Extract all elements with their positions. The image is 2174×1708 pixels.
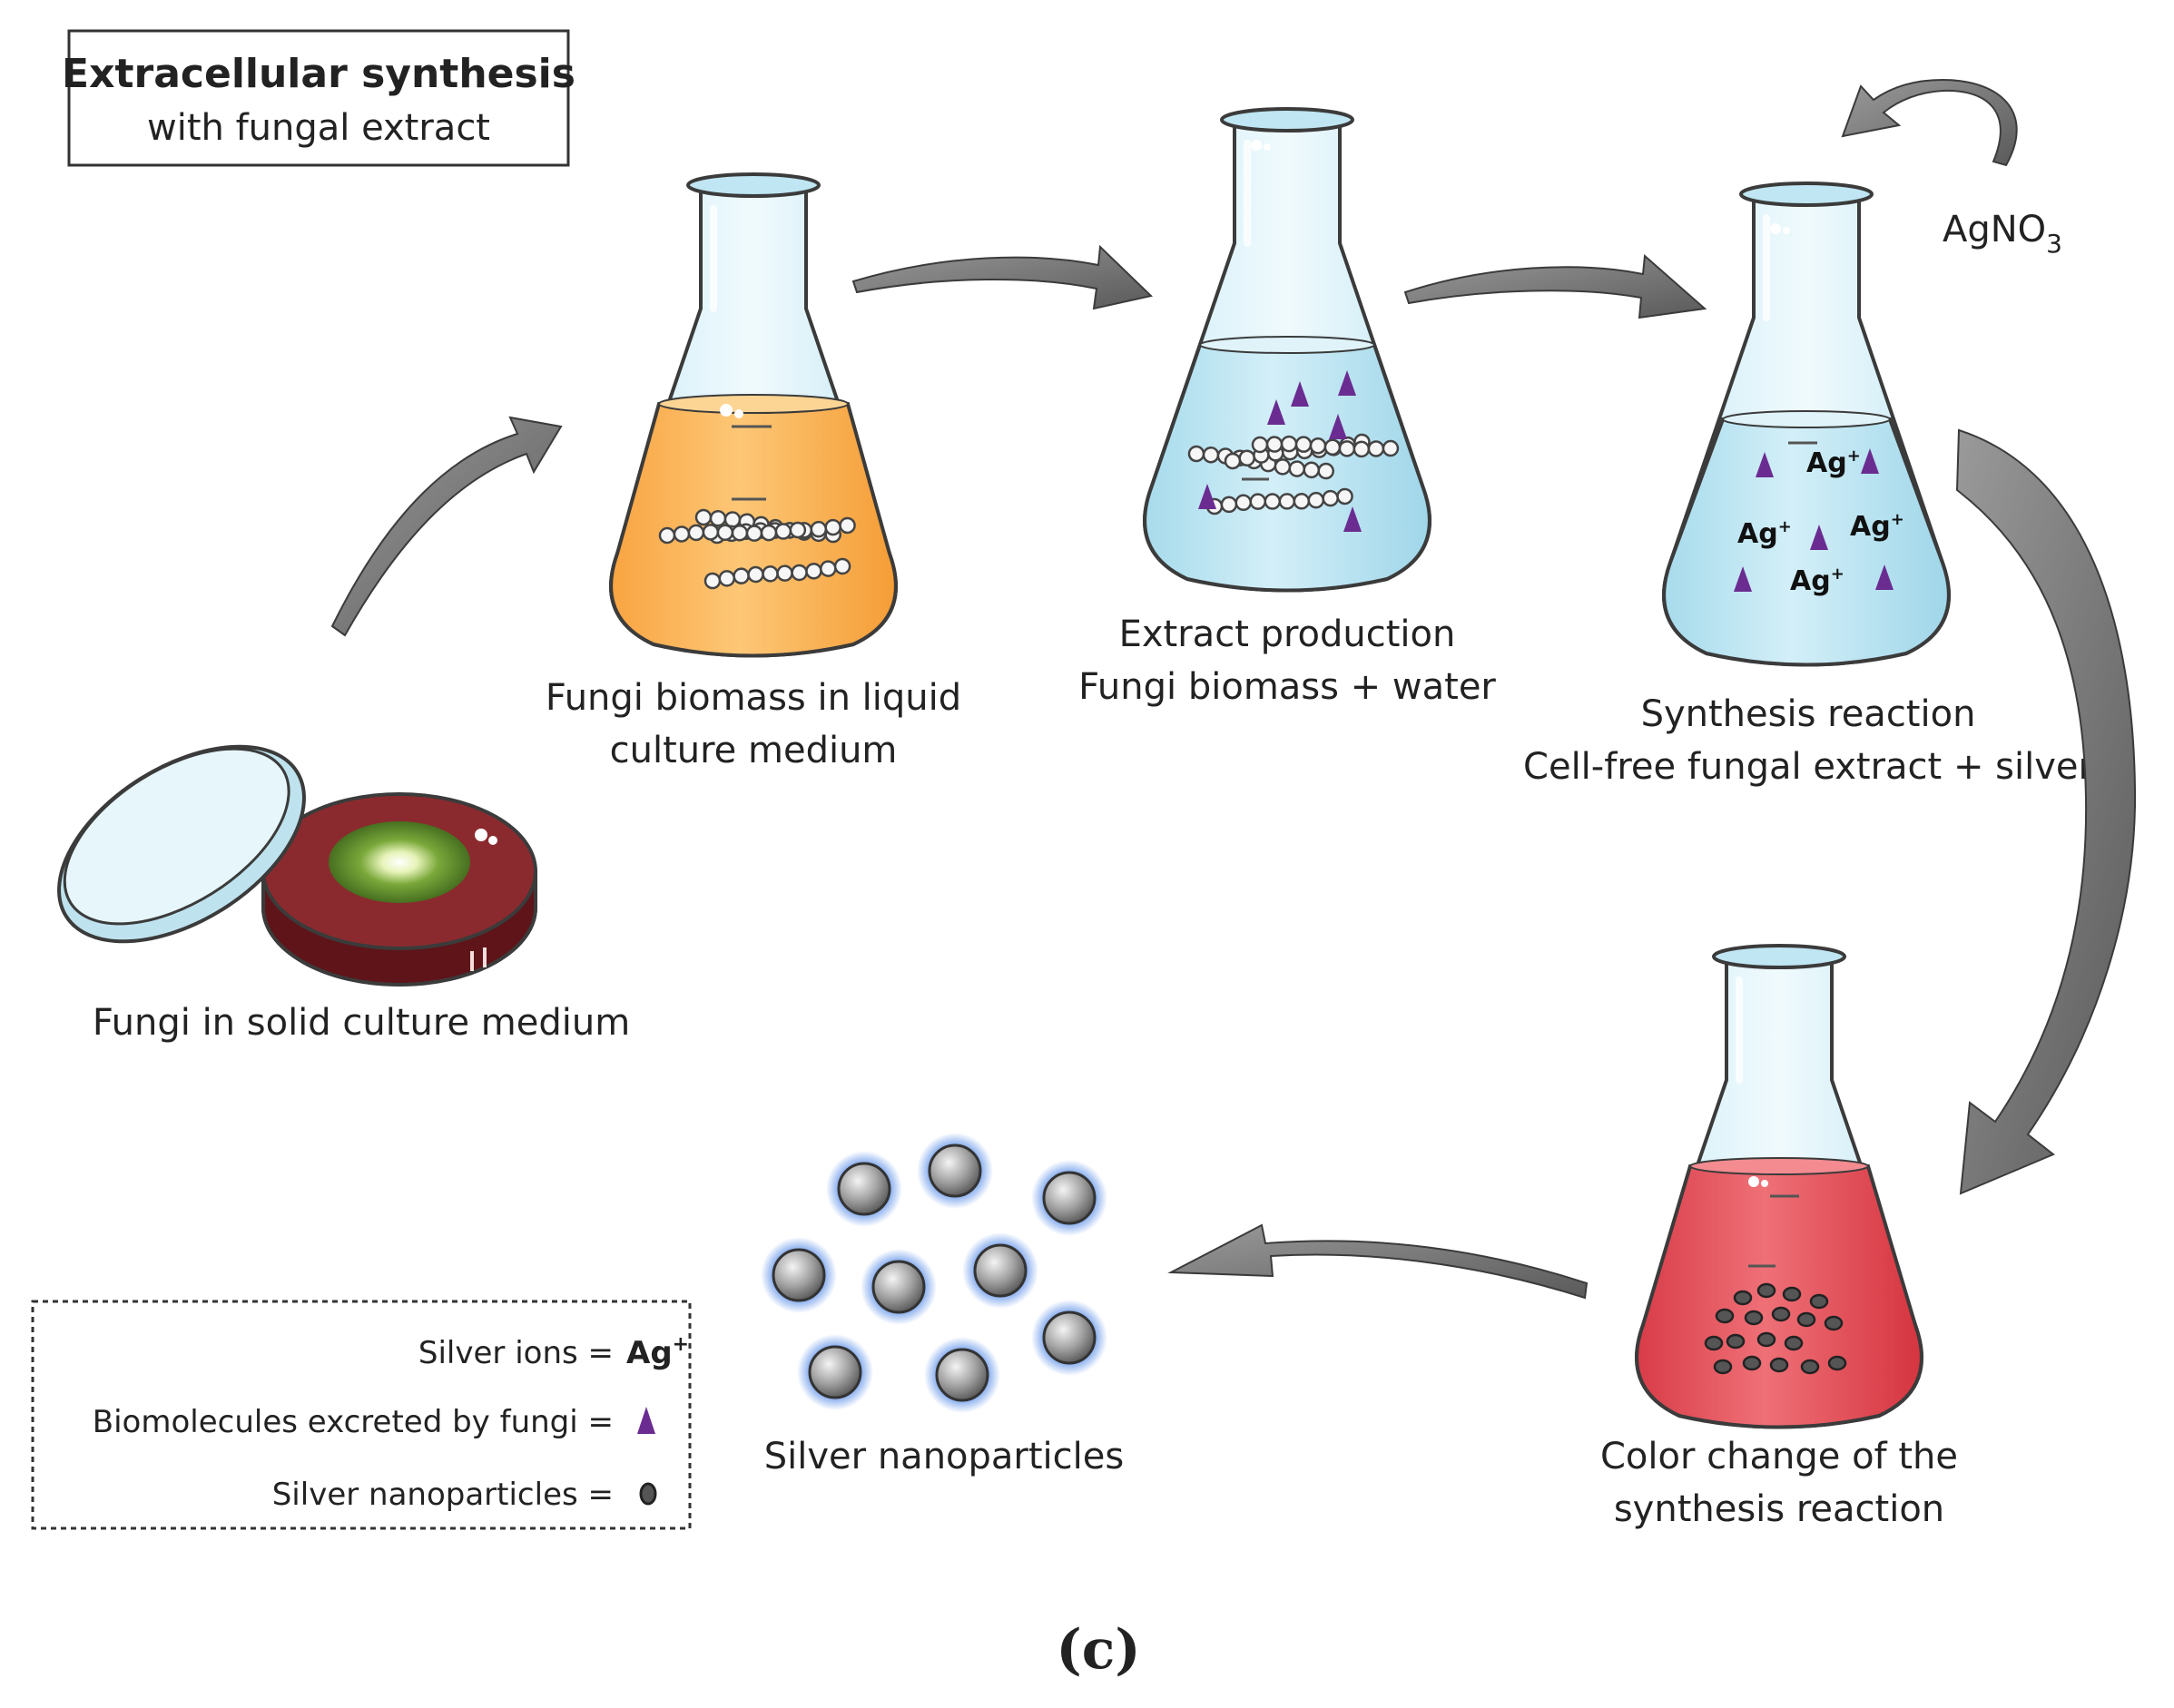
nanoparticle-icon xyxy=(924,1337,1000,1413)
synthesis-label-1: Synthesis reaction xyxy=(1641,693,1976,735)
silver-ion-labels: Ag+ Ag+ Ag+ Ag+ xyxy=(1737,447,1904,597)
biomolecule-markers xyxy=(1734,448,1894,592)
curved-arrow-icon xyxy=(330,78,2137,1300)
nanoparticle-cluster xyxy=(1704,1282,1847,1375)
legend-nanoparticles: Silver nanoparticles = xyxy=(272,1477,614,1513)
svg-text:Ag+: Ag+ xyxy=(1737,517,1792,550)
nanoparticle-icon xyxy=(861,1249,937,1325)
color-change-label-2: synthesis reaction xyxy=(1614,1488,1944,1530)
title-box-subtitle: with fungal extract xyxy=(147,107,490,149)
liquid-culture-label-2: culture medium xyxy=(610,730,898,771)
svg-text:Ag+: Ag+ xyxy=(1806,447,1861,479)
petri-dish-icon xyxy=(57,744,537,987)
panel-label: (c) xyxy=(1056,1618,1140,1682)
erlenmeyer-flask-icon xyxy=(1637,946,1922,1428)
extract-label-2: Fungi biomass + water xyxy=(1078,666,1496,708)
solid-culture-label: Fungi in solid culture medium xyxy=(93,1002,630,1044)
extract-label-1: Extract production xyxy=(1119,614,1456,655)
nanoparticle-icon xyxy=(797,1334,873,1410)
biomolecule-markers xyxy=(1198,370,1362,532)
nanoparticle-icon xyxy=(1031,1160,1107,1236)
nanoparticle-icon-group xyxy=(761,1133,1107,1413)
legend-nanoparticle-icon xyxy=(639,1482,657,1506)
nanoparticles-label: Silver nanoparticles xyxy=(764,1436,1124,1477)
legend: Silver ions = Ag+ Biomolecules excreted … xyxy=(31,1300,692,1530)
legend-biomolecules: Biomolecules excreted by fungi = xyxy=(93,1404,614,1440)
title-box: Extracellular synthesis with fungal extr… xyxy=(62,29,575,167)
erlenmeyer-flask-icon xyxy=(1145,109,1430,591)
synthesis-label-2: Cell-free fungal extract + silver xyxy=(1523,746,2093,788)
nanoparticle-icon xyxy=(917,1133,993,1209)
liquid-culture-label-1: Fungi biomass in liquid xyxy=(546,677,961,719)
fungal-colony xyxy=(329,821,470,903)
nanoparticle-icon xyxy=(1031,1300,1107,1376)
reagent-label: AgNO3 xyxy=(1943,209,2062,259)
color-change-label-1: Color change of the xyxy=(1600,1436,1958,1477)
nanoparticle-icon xyxy=(826,1151,902,1227)
svg-text:Ag+: Ag+ xyxy=(1790,564,1844,597)
title-box-title: Extracellular synthesis xyxy=(62,51,575,97)
nanoparticle-icon xyxy=(761,1237,837,1313)
legend-biomolecule-icon xyxy=(637,1407,655,1434)
erlenmeyer-flask-icon xyxy=(611,174,896,656)
nanoparticle-icon xyxy=(962,1232,1038,1309)
legend-silver-ions: Silver ions = xyxy=(418,1335,614,1371)
erlenmeyer-flask-icon: Ag+ Ag+ Ag+ Ag+ xyxy=(1664,183,1949,665)
legend-silver-ion-symbol: Ag+ xyxy=(626,1333,689,1371)
svg-text:Ag+: Ag+ xyxy=(1850,510,1904,543)
